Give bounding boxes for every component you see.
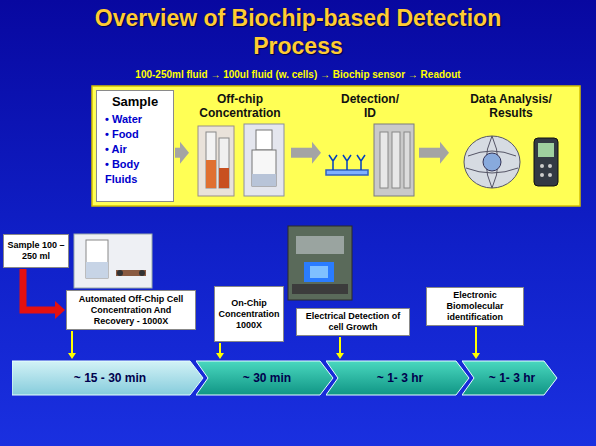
stage-panel: Data Analysis/ Results <box>450 90 572 202</box>
handheld-reader <box>534 138 558 186</box>
connector-line <box>339 337 341 354</box>
arrow-head <box>472 353 480 359</box>
connector-line <box>23 269 56 310</box>
chevron-outline <box>326 361 469 395</box>
stage-heading: Off-chip Concentration <box>190 92 290 120</box>
stage-heading: Detection/ ID <box>334 92 406 120</box>
connector-line <box>219 343 221 354</box>
time-label: ~ 30 min <box>243 371 291 385</box>
tube-photo <box>198 126 234 196</box>
block-arrow <box>291 142 321 164</box>
list-item: • Air <box>101 142 169 157</box>
time-arrow: ~ 1- 3 hr <box>326 360 470 396</box>
node-text: Electrical Detection of cell Growth <box>300 311 406 333</box>
chevron-outline <box>12 361 203 395</box>
title-text: Overview of Biochip-based Detection Proc… <box>78 4 518 60</box>
time-label: ~ 1- 3 hr <box>377 371 423 385</box>
biochip-photo <box>374 124 414 196</box>
stage-heading: Data Analysis/ Results <box>450 92 572 120</box>
stage-panel: Detection/ ID <box>322 90 418 202</box>
chevron-outline <box>462 361 557 395</box>
time-label: ~ 1- 3 hr <box>489 371 535 385</box>
arrow-head <box>55 301 65 319</box>
list-item: • Food <box>101 127 169 142</box>
box-heading: Sample <box>101 94 169 109</box>
step-box: Automated Off-Chip Cell Concentration An… <box>66 290 196 330</box>
step-box: On-Chip Concentration 1000X <box>214 286 284 342</box>
sample-volume-box: Sample 100 – 250 ml <box>3 234 69 268</box>
leader-arrow <box>68 331 76 359</box>
leader-arrow <box>336 337 344 359</box>
filter-photo <box>244 124 284 196</box>
sample-photo <box>74 234 152 288</box>
arrow-head <box>180 142 189 164</box>
list-item: • Water <box>101 112 169 127</box>
node-text: Electronic Biomolecular identification <box>430 290 520 323</box>
antibody-sketch <box>326 155 368 175</box>
title-block: Overview of Biochip-based Detection Proc… <box>0 4 596 60</box>
sample-box: Sample • Water• Food• Air• Body Fluids <box>96 90 174 202</box>
leader-arrow <box>216 343 224 359</box>
list-item: • Body Fluids <box>101 157 169 187</box>
red-arrow <box>23 269 65 319</box>
time-arrow: ~ 1- 3 hr <box>462 360 558 396</box>
step-box: Electrical Detection of cell Growth <box>296 308 410 336</box>
time-arrow: ~ 15 - 30 min <box>12 360 204 396</box>
node-text: On-Chip Concentration 1000X <box>218 298 280 331</box>
block-arrow <box>175 142 189 164</box>
arrow-head <box>336 353 344 359</box>
arrow-head <box>312 142 321 164</box>
time-label: ~ 15 - 30 min <box>74 371 146 385</box>
node-text: Sample 100 – 250 ml <box>7 240 65 262</box>
process-band <box>92 86 580 206</box>
arrow-head <box>440 142 449 164</box>
connector-line <box>419 148 441 158</box>
subtitle-text: 100-250ml fluid → 100ul fluid (w. cells)… <box>0 69 596 80</box>
block-arrow <box>419 142 449 164</box>
time-arrow: ~ 30 min <box>196 360 334 396</box>
connector-line <box>291 148 313 158</box>
connector-line <box>71 331 73 354</box>
arrow-head <box>68 353 76 359</box>
arrow-head <box>216 353 224 359</box>
chevron-outline <box>196 361 333 395</box>
leader-arrow <box>472 327 480 359</box>
connector-line <box>475 327 477 354</box>
stage-panel: Off-chip Concentration <box>190 90 290 202</box>
chip-device-photo <box>288 226 352 300</box>
globe-sketch <box>464 136 520 188</box>
subtitle-block: 100-250ml fluid → 100ul fluid (w. cells)… <box>0 69 596 80</box>
node-text: Automated Off-Chip Cell Concentration An… <box>70 294 192 327</box>
step-box: Electronic Biomolecular identification <box>426 287 524 326</box>
